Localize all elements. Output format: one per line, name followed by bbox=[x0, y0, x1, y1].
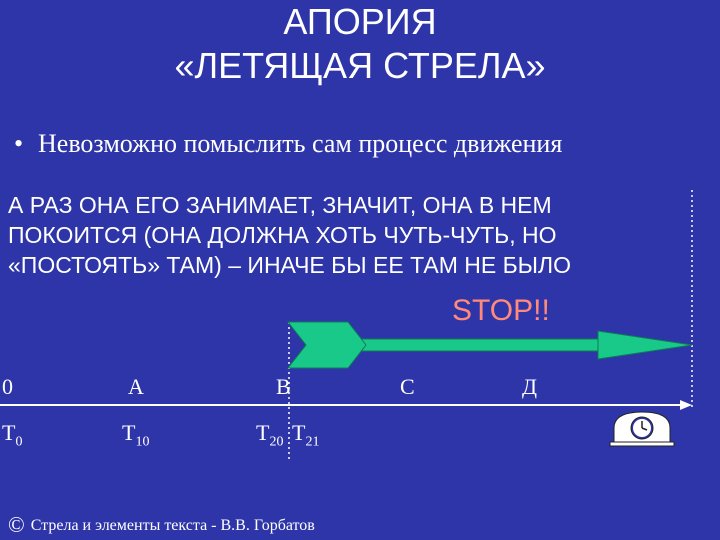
point-label-a: А bbox=[128, 374, 144, 399]
time-label-t0: T0 bbox=[2, 420, 23, 450]
statement-paragraph: А РАЗ ОНА ЕГО ЗАНИМАЕТ, ЗНАЧИТ, ОНА В НЕ… bbox=[8, 190, 720, 280]
paragraph-line-1: А РАЗ ОНА ЕГО ЗАНИМАЕТ, ЗНАЧИТ, ОНА В НЕ… bbox=[8, 192, 552, 218]
title-line-2: «ЛЕТЯЩАЯ СТРЕЛА» bbox=[174, 45, 546, 86]
bullet-item: • Невозможно помыслить сам процесс движен… bbox=[14, 128, 562, 160]
arrow-fletching bbox=[286, 321, 367, 369]
bullet-dot: • bbox=[14, 129, 24, 158]
time-label-t21: T21 bbox=[292, 420, 320, 450]
title-line-1: АПОРИЯ bbox=[283, 1, 437, 42]
time-label-t10: T10 bbox=[122, 420, 150, 450]
arrow-head bbox=[597, 330, 693, 360]
footer-credit: © Стрела и элементы текста - В.В. Горбато… bbox=[8, 512, 315, 538]
bullet-text: Невозможно помыслить сам процесс движени… bbox=[38, 129, 563, 158]
paragraph-line-3: «ПОСТОЯТЬ» ТАМ) – ИНАЧЕ БЫ ЕЕ ТАМ НЕ БЫЛ… bbox=[8, 252, 572, 278]
clock-icon bbox=[609, 411, 675, 447]
time-axis-arrowhead bbox=[680, 400, 692, 410]
slide-title: АПОРИЯ «ЛЕТЯЩАЯ СТРЕЛА» bbox=[0, 0, 720, 88]
point-label-d: Д bbox=[522, 374, 538, 399]
paragraph-line-2: ПОКОИТСЯ (ОНА ДОЛЖНА ХОТЬ ЧУТЬ-ЧУТЬ, НО bbox=[8, 222, 557, 248]
footer-text: Стрела и элементы текста - В.В. Горбатов bbox=[30, 517, 315, 534]
copyright-symbol: © bbox=[8, 512, 25, 537]
point-label-0: 0 bbox=[2, 374, 13, 399]
time-label-t20: T20 bbox=[256, 420, 284, 450]
point-label-c: С bbox=[400, 374, 415, 399]
point-label-b: В bbox=[276, 374, 291, 399]
stop-label: STOP!! bbox=[452, 294, 550, 327]
